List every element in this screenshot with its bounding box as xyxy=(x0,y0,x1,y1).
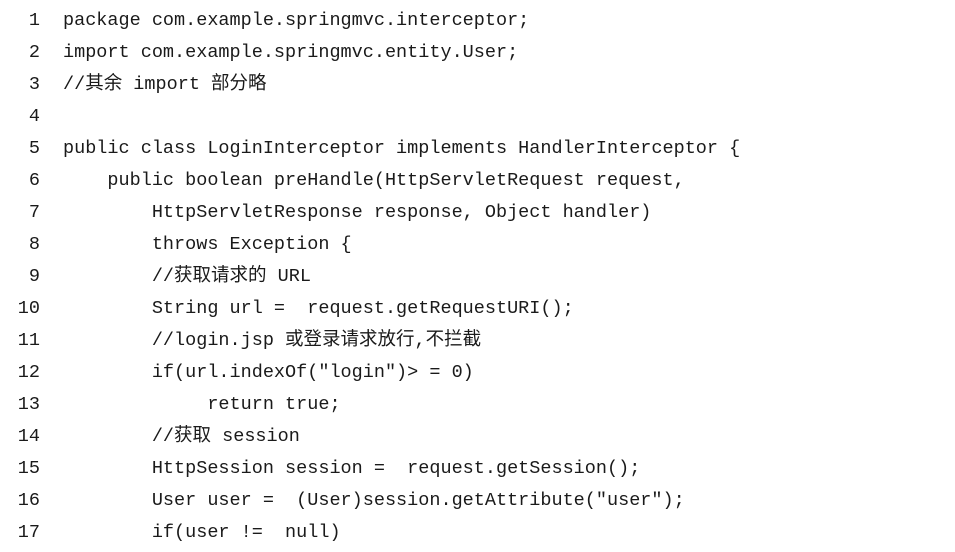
code-line: 16 User user = (User)session.getAttribut… xyxy=(0,485,955,517)
code-text: User user = (User)session.getAttribute("… xyxy=(63,490,685,511)
line-number: 14 xyxy=(17,426,40,447)
line-number: 9 xyxy=(28,266,40,287)
line-number: 17 xyxy=(17,522,40,543)
code-text: String url = request.getRequestURI(); xyxy=(63,298,574,319)
line-number: 11 xyxy=(17,330,40,351)
code-line: 5 public class LoginInterceptor implemen… xyxy=(0,133,955,165)
code-line: 3 //其余 import 部分略 xyxy=(0,69,955,101)
line-number: 4 xyxy=(28,106,40,127)
line-number: 16 xyxy=(17,490,40,511)
line-number: 2 xyxy=(28,42,40,63)
code-line: 12 if(url.indexOf("login")> = 0) xyxy=(0,357,955,389)
line-number: 13 xyxy=(17,394,40,415)
code-line: 11 //login.jsp 或登录请求放行,不拦截 xyxy=(0,325,955,357)
code-text: package com.example.springmvc.intercepto… xyxy=(63,10,530,31)
code-text: if(user != null) xyxy=(63,522,341,543)
code-text: throws Exception { xyxy=(63,234,352,255)
line-number: 12 xyxy=(17,362,40,383)
code-line: 1 package com.example.springmvc.intercep… xyxy=(0,5,955,37)
line-number: 10 xyxy=(17,298,40,319)
code-line: 2 import com.example.springmvc.entity.Us… xyxy=(0,37,955,69)
code-line: 14 //获取 session xyxy=(0,421,955,453)
code-text: //login.jsp 或登录请求放行,不拦截 xyxy=(63,330,482,351)
code-line: 8 throws Exception { xyxy=(0,229,955,261)
line-number: 7 xyxy=(28,202,40,223)
code-listing: 1 package com.example.springmvc.intercep… xyxy=(0,5,955,549)
line-number: 6 xyxy=(28,170,40,191)
code-text: //获取 session xyxy=(63,426,300,447)
code-text: //其余 import 部分略 xyxy=(63,74,267,95)
line-number: 15 xyxy=(17,458,40,479)
code-text: public class LoginInterceptor implements… xyxy=(63,138,741,159)
code-line: 17 if(user != null) xyxy=(0,517,955,549)
code-line: 15 HttpSession session = request.getSess… xyxy=(0,453,955,485)
code-text: HttpSession session = request.getSession… xyxy=(63,458,641,479)
code-line: 4 xyxy=(0,101,955,133)
code-text: import com.example.springmvc.entity.User… xyxy=(63,42,519,63)
code-text: if(url.indexOf("login")> = 0) xyxy=(63,362,474,383)
code-line: 6 public boolean preHandle(HttpServletRe… xyxy=(0,165,955,197)
code-line: 13 return true; xyxy=(0,389,955,421)
code-text: //获取请求的 URL xyxy=(63,266,311,287)
code-text: HttpServletResponse response, Object han… xyxy=(63,202,652,223)
line-number: 5 xyxy=(28,138,40,159)
code-text: public boolean preHandle(HttpServletRequ… xyxy=(63,170,685,191)
code-line: 10 String url = request.getRequestURI(); xyxy=(0,293,955,325)
line-number: 3 xyxy=(28,74,40,95)
code-line: 9 //获取请求的 URL xyxy=(0,261,955,293)
code-text: return true; xyxy=(63,394,341,415)
line-number: 8 xyxy=(28,234,40,255)
line-number: 1 xyxy=(28,10,40,31)
code-line: 7 HttpServletResponse response, Object h… xyxy=(0,197,955,229)
